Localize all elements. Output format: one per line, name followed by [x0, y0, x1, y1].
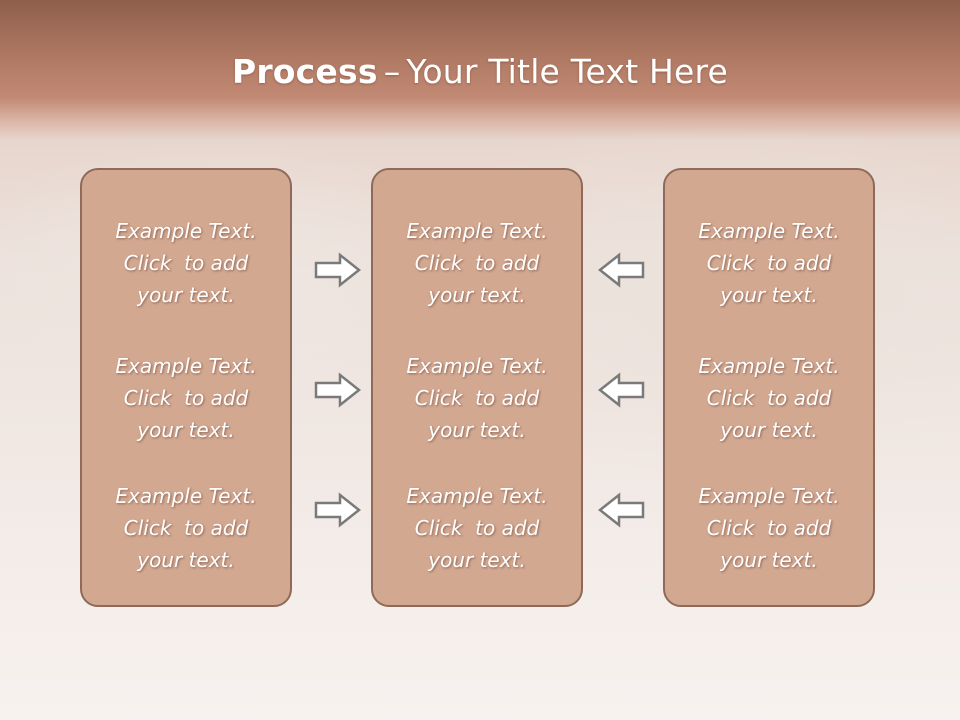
process-panel-right[interactable]: Example Text. Click to add your text. Ex…	[663, 168, 875, 607]
title-text: Your Title Text Here	[406, 52, 729, 91]
text-line: your text.	[720, 283, 818, 307]
text-line: Click to add	[706, 251, 832, 275]
text-line: Example Text.	[115, 354, 257, 378]
arrow-right-icon	[314, 492, 362, 528]
text-line: Click to add	[123, 516, 249, 540]
text-line: your text.	[137, 283, 235, 307]
text-line: your text.	[137, 548, 235, 572]
arrow-right-icon	[314, 252, 362, 288]
title-bold-text: Process	[231, 52, 378, 91]
process-panel-left[interactable]: Example Text. Click to add your text. Ex…	[80, 168, 292, 607]
arrow-left-icon	[597, 372, 645, 408]
text-line: your text.	[428, 418, 526, 442]
text-line: your text.	[720, 418, 818, 442]
text-line: your text.	[720, 548, 818, 572]
text-line: Click to add	[706, 386, 832, 410]
text-line: Click to add	[706, 516, 832, 540]
panel-text-block[interactable]: Example Text. Click to add your text.	[665, 480, 873, 576]
text-line: Example Text.	[115, 484, 257, 508]
text-line: Example Text.	[698, 484, 840, 508]
text-line: Example Text.	[115, 219, 257, 243]
text-line: your text.	[137, 418, 235, 442]
panel-text-block[interactable]: Example Text. Click to add your text.	[373, 350, 581, 446]
title-dash: –	[383, 52, 401, 91]
text-line: Click to add	[414, 516, 540, 540]
panel-text-block[interactable]: Example Text. Click to add your text.	[665, 350, 873, 446]
text-line: Click to add	[414, 251, 540, 275]
arrow-left-icon	[597, 252, 645, 288]
text-line: Click to add	[123, 251, 249, 275]
panel-text-block[interactable]: Example Text. Click to add your text.	[373, 215, 581, 311]
text-line: Example Text.	[698, 354, 840, 378]
text-line: your text.	[428, 283, 526, 307]
text-line: Example Text.	[406, 354, 548, 378]
panel-text-block[interactable]: Example Text. Click to add your text.	[373, 480, 581, 576]
process-panel-center[interactable]: Example Text. Click to add your text. Ex…	[371, 168, 583, 607]
text-line: Click to add	[414, 386, 540, 410]
panel-text-block[interactable]: Example Text. Click to add your text.	[82, 350, 290, 446]
text-line: Example Text.	[698, 219, 840, 243]
text-line: your text.	[428, 548, 526, 572]
panel-text-block[interactable]: Example Text. Click to add your text.	[665, 215, 873, 311]
arrow-right-icon	[314, 372, 362, 408]
text-line: Example Text.	[406, 219, 548, 243]
title-band	[0, 0, 960, 140]
panel-text-block[interactable]: Example Text. Click to add your text.	[82, 215, 290, 311]
text-line: Click to add	[123, 386, 249, 410]
arrow-left-icon	[597, 492, 645, 528]
text-line: Example Text.	[406, 484, 548, 508]
panel-text-block[interactable]: Example Text. Click to add your text.	[82, 480, 290, 576]
slide-title[interactable]: Process–Your Title Text Here	[0, 52, 960, 91]
